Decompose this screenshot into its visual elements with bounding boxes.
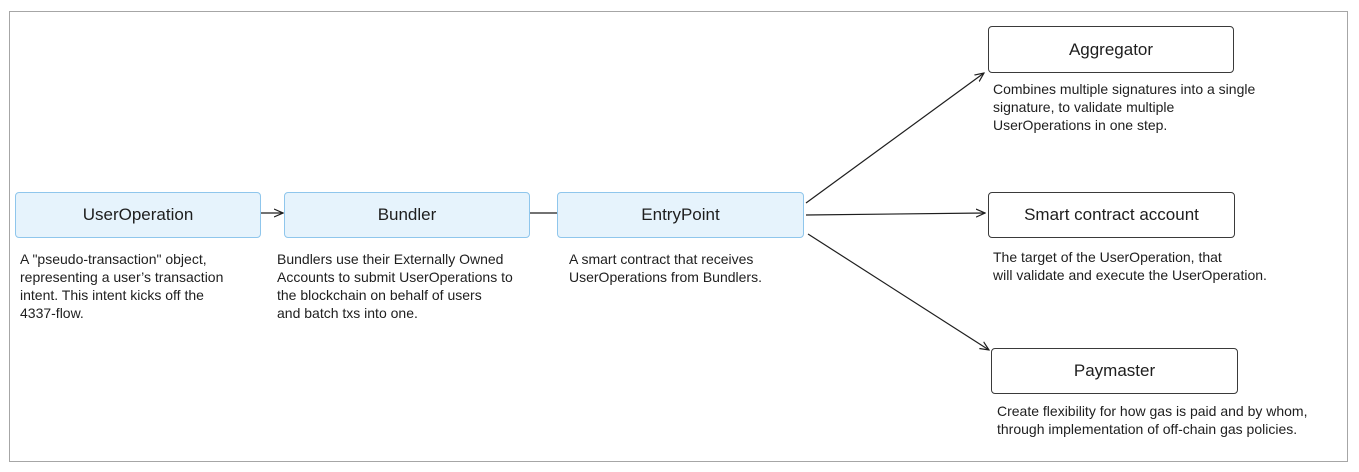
node-aggregator: Aggregator (988, 26, 1234, 73)
node-aggregator-label: Aggregator (1068, 39, 1154, 59)
node-entrypoint-description: A smart contract that receives UserOpera… (569, 251, 762, 285)
node-paymaster: Paymaster (991, 348, 1238, 394)
node-useroperation-description: A "pseudo-transaction" object, represent… (20, 251, 224, 321)
node-smart-contract-account-label: Smart contract account (1024, 205, 1199, 224)
edge-entrypoint-paymaster (807, 233, 989, 350)
edge-entrypoint-aggregator (805, 73, 984, 204)
node-bundler: Bundler (284, 192, 530, 238)
node-useroperation-label: UserOperation (82, 205, 194, 224)
diagram-frame (9, 11, 1348, 462)
node-entrypoint-label: EntryPoint (641, 205, 720, 224)
node-paymaster-description: Create flexibility for how gas is paid a… (997, 403, 1308, 437)
node-entrypoint: EntryPoint (557, 192, 804, 238)
node-paymaster-label: Paymaster (1073, 361, 1156, 380)
node-useroperation: UserOperation (15, 192, 261, 238)
node-smart-contract-account: Smart contract account (988, 192, 1235, 238)
node-smart-contract-account-description: The target of the UserOperation, that wi… (993, 249, 1267, 283)
node-bundler-label: Bundler (377, 205, 437, 224)
node-aggregator-description: Combines multiple signatures into a sing… (993, 81, 1256, 133)
edge-entrypoint-smart-contract-account (805, 213, 985, 215)
node-bundler-description: Bundlers use their Externally Owned Acco… (277, 251, 513, 321)
